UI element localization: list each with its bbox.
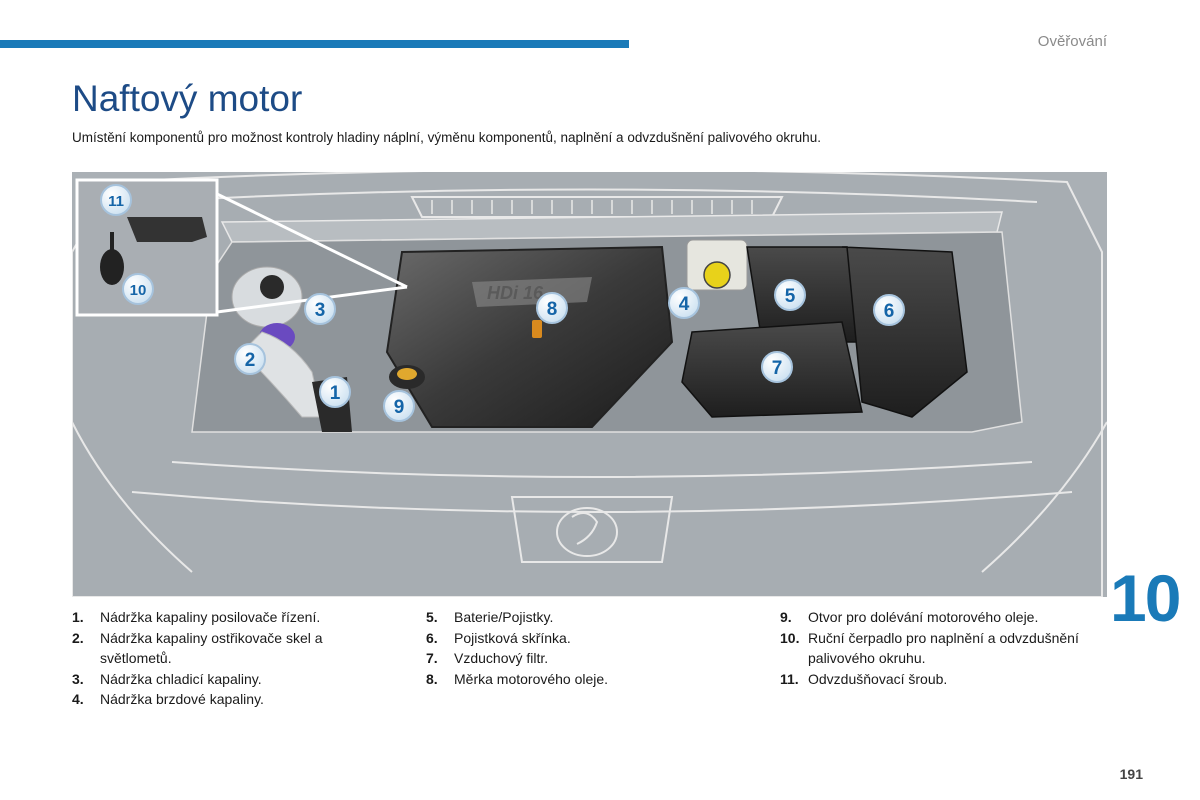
legend-column-2: 5. Baterie/Pojistky. 6. Pojistková skřínka… (426, 607, 746, 689)
callout-5: 5 (774, 279, 806, 311)
page-title: Naftový motor (72, 78, 303, 119)
legend-item: 3. Nádržka chladicí kapaliny. (72, 669, 392, 690)
legend-column-1: 1. Nádržka kapaliny posilovače řízení. 2.… (72, 607, 392, 710)
svg-text:11: 11 (108, 193, 124, 210)
callout-11: 11 (100, 184, 132, 216)
legend-item-text: Ruční čerpadlo pro naplnění a odvzdušněn… (808, 629, 1079, 667)
legend-item-text: Měrka motorového oleje. (454, 670, 609, 687)
engine-bay-illustration: HDi 16 1 (72, 172, 1107, 597)
legend-item-text: Otvor pro dolévání motorového oleje. (808, 609, 1039, 625)
legend-item-number: 7. (426, 650, 438, 666)
svg-text:9: 9 (394, 397, 405, 418)
svg-text:7: 7 (772, 358, 783, 379)
legend-item: 6. Pojistková skřínka. (426, 628, 746, 649)
legend-item: 1. Nádržka kapaliny posilovače řízení. (72, 607, 392, 628)
callout-7: 7 (761, 351, 793, 383)
legend-item-text: Nádržka chladicí kapaliny. (100, 670, 262, 687)
legend-item-number: 11. (780, 670, 799, 687)
header-accent-bar (0, 40, 629, 48)
svg-text:2: 2 (245, 350, 256, 371)
svg-text:4: 4 (679, 294, 690, 315)
callout-4: 4 (668, 287, 700, 319)
legend-item: 2. Nádržka kapaliny ostřikovače skel a sv… (72, 628, 392, 669)
legend-item-text: Nádržka kapaliny ostřikovače skel a svět… (100, 629, 323, 667)
page-number: 191 (1119, 766, 1143, 782)
section-name: Ověřování (1037, 33, 1107, 50)
legend-item: 9. Otvor pro dolévání motorového oleje. (780, 607, 1100, 628)
legend-item-number: 5. (426, 609, 438, 625)
legend-item-text: Vzduchový filtr. (454, 650, 549, 666)
callout-8: 8 (536, 292, 568, 324)
legend-item-number: 1. (72, 609, 84, 625)
chapter-number: 10 (1110, 561, 1181, 635)
callout-3: 3 (304, 293, 336, 325)
legend-item-text: Pojistková skřínka. (454, 629, 571, 646)
svg-text:1: 1 (330, 383, 341, 404)
legend-item: 10. Ruční čerpadlo pro naplnění a odvzduš… (780, 628, 1100, 669)
callout-10: 10 (122, 273, 154, 305)
legend-item-number: 8. (426, 670, 438, 687)
callout-2: 2 (234, 343, 266, 375)
engine-logo: HDi 16 (487, 283, 544, 303)
legend-item-number: 9. (780, 609, 792, 625)
svg-text:6: 6 (884, 301, 895, 322)
intro-text: Umístění komponentů pro možnost kontroly… (72, 130, 821, 145)
svg-text:8: 8 (547, 299, 558, 320)
legend-item-number: 3. (72, 670, 84, 687)
legend-item-number: 6. (426, 629, 438, 646)
legend-item-number: 4. (72, 691, 84, 707)
legend-item: 8. Měrka motorového oleje. (426, 669, 746, 690)
legend-column-3: 9. Otvor pro dolévání motorového oleje. 1… (780, 607, 1100, 689)
legend-item: 7. Vzduchový filtr. (426, 648, 746, 669)
legend-item-text: Odvzdušňovací šroub. (808, 670, 948, 687)
callout-6: 6 (873, 294, 905, 326)
svg-text:3: 3 (315, 300, 326, 321)
legend-item-number: 10. (780, 629, 800, 646)
legend-item-text: Nádržka kapaliny posilovače řízení. (100, 609, 321, 625)
legend-item-number: 2. (72, 629, 84, 646)
callout-9: 9 (383, 390, 415, 422)
legend-item: 5. Baterie/Pojistky. (426, 607, 746, 628)
svg-text:5: 5 (785, 286, 796, 307)
callout-1: 1 (319, 376, 351, 408)
legend-item: 11. Odvzdušňovací šroub. (780, 669, 1100, 690)
legend-item-text: Baterie/Pojistky. (454, 609, 554, 625)
callout-badges: 1 2 3 4 5 6 7 (100, 184, 905, 422)
legend-item: 4. Nádržka brzdové kapaliny. (72, 689, 392, 710)
svg-text:10: 10 (130, 282, 147, 299)
legend-item-text: Nádržka brzdové kapaliny. (100, 691, 264, 707)
